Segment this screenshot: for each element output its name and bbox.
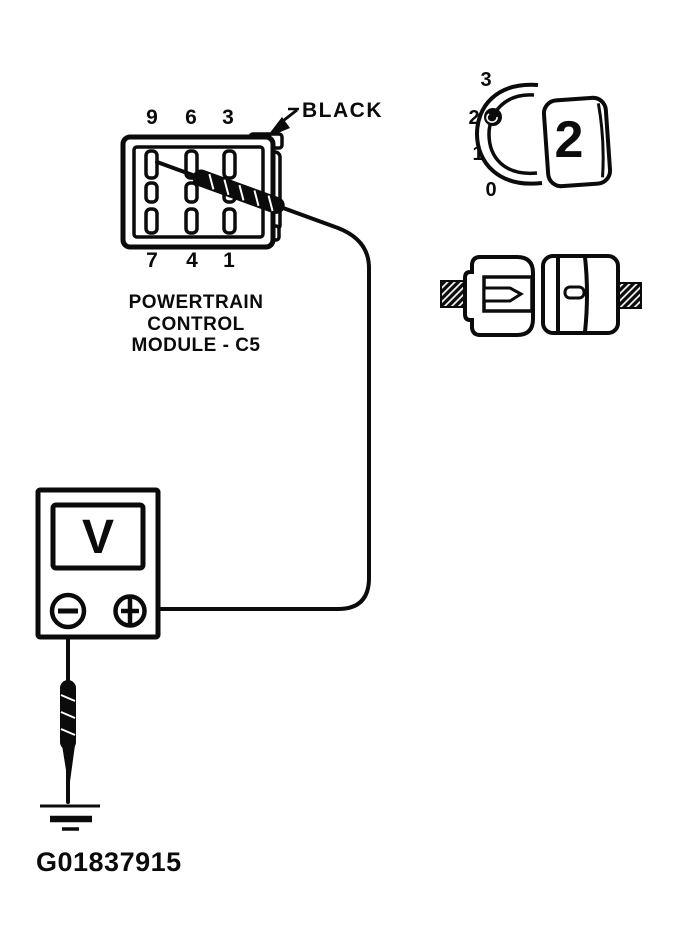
ground-symbol-icon: [40, 804, 100, 831]
pin-cavity-7: [144, 207, 159, 235]
male-connector-wire-stub: [440, 280, 468, 308]
signal-wire: [145, 160, 371, 611]
female-connector-band-line: [583, 256, 589, 333]
rotary-dial-graphic: [474, 82, 613, 189]
pcm-module-label-line2: CONTROL: [147, 313, 245, 335]
pin-cavity-1: [222, 207, 237, 235]
connector-pin-cavities: [144, 149, 237, 235]
pin-cavity-3: [222, 149, 237, 180]
voltmeter-display: [50, 502, 146, 571]
pin-label-7: 7: [146, 249, 158, 272]
voltmeter-graphic: [35, 487, 161, 640]
figure-id-label: G01837915: [36, 847, 182, 877]
female-connector-wire-stub: [616, 282, 642, 309]
pin-cavity-6: [184, 149, 199, 180]
dial-tick-3: 3: [480, 69, 492, 91]
pin-cavity-mid-1: [144, 181, 159, 204]
arrowhead-icon: [266, 117, 290, 138]
pin-cavity-9: [144, 149, 159, 180]
pcm-module-label-line3: MODULE - C5: [131, 335, 261, 356]
ground-splice-icon: [60, 680, 76, 789]
dial-tick-2: 2: [468, 107, 480, 129]
pin-label-1: 1: [223, 249, 235, 272]
pin-label-6: 6: [185, 106, 197, 129]
wire-splice-icon: [192, 169, 285, 214]
dial-selected-value: 2: [554, 111, 584, 169]
pin-label-9: 9: [146, 106, 158, 129]
circuit-wires: [66, 160, 371, 804]
dial-face: [541, 95, 613, 189]
dial-tick-1: 1: [472, 143, 484, 165]
dial-face-edge: [596, 103, 605, 178]
pcm-module-label: POWERTRAIN CONTROL MODULE - C5: [129, 292, 264, 357]
wire-color-label: BLACK: [302, 99, 383, 122]
pin-cavity-mid-2: [184, 181, 199, 204]
dial-wheel-rim: [487, 93, 538, 175]
pin-cavity-4: [184, 207, 199, 235]
male-connector-terminal: [482, 286, 524, 303]
pcm-module-label-line1: POWERTRAIN: [128, 292, 264, 313]
voltmeter-display-symbol: V: [81, 511, 115, 564]
dial-tick-0: 0: [485, 179, 497, 201]
pin-label-4: 4: [186, 249, 198, 272]
pin-label-3: 3: [222, 106, 234, 129]
female-connector-slot: [563, 285, 586, 300]
inline-connector-pair-graphic: [440, 254, 642, 337]
black-wire-callout-arrow: [266, 107, 299, 138]
